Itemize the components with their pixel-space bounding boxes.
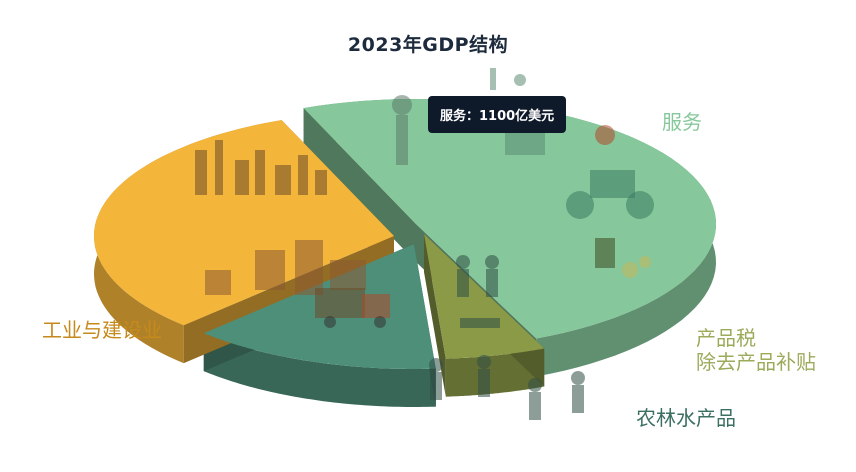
farmer-body-5 <box>486 269 498 297</box>
plant-stem-1 <box>396 115 408 165</box>
pie-slice-cut-0-0 <box>303 108 416 262</box>
label-product-tax-line1: 产品税 <box>696 326 756 350</box>
farmer-body-0 <box>430 372 442 400</box>
label-product-tax: 产品税 除去产品补贴 <box>696 326 816 374</box>
farmer-head-3 <box>571 371 585 385</box>
farmer-body-4 <box>457 269 469 297</box>
farmer-body-3 <box>572 385 584 413</box>
coin-2 <box>639 256 651 268</box>
building-shape-0 <box>255 250 285 290</box>
pie-slice-side-2 <box>203 333 436 407</box>
factory-shape-0 <box>195 150 207 195</box>
dot-mark-1 <box>514 74 526 86</box>
building-shape-1 <box>295 240 323 295</box>
farmer-head-5 <box>485 255 499 269</box>
label-product-tax-line2: 除去产品补贴 <box>696 350 816 374</box>
factory-shape-3 <box>255 150 265 195</box>
factory-shape-4 <box>275 165 291 195</box>
plant-leaf-1 <box>392 95 412 115</box>
label-agriculture: 农林水产品 <box>636 406 736 430</box>
label-industry-text: 工业与建设业 <box>42 318 162 342</box>
coin-1 <box>622 262 638 278</box>
factory-shape-2 <box>235 160 249 195</box>
label-agriculture-text: 农林水产品 <box>636 406 736 430</box>
pie-slice-cut-1-1 <box>424 234 446 397</box>
chart-title: 2023年GDP结构 <box>347 34 509 56</box>
truck-wheel-2 <box>374 316 386 328</box>
illustration-decor <box>195 68 654 420</box>
truck-wheel-1 <box>324 316 336 328</box>
bar-mark-1 <box>490 68 496 90</box>
scooter-body <box>590 170 635 198</box>
tooltip: 服务：1100亿美元 <box>428 96 567 133</box>
tractor <box>460 318 500 328</box>
factory-shape-5 <box>298 155 308 195</box>
factory-shape-1 <box>215 140 223 195</box>
label-services-text: 服务 <box>662 110 702 134</box>
building-shape-3 <box>205 270 231 295</box>
building-shape-2 <box>330 260 366 290</box>
truck-body <box>315 288 365 318</box>
label-industry: 工业与建设业 <box>42 318 162 342</box>
factory-shape-6 <box>315 170 327 195</box>
label-services: 服务 <box>662 110 702 134</box>
pie-slice-1[interactable] <box>424 234 545 359</box>
farmer-body-2 <box>529 392 541 420</box>
farmer-head-1 <box>477 355 491 369</box>
farmer-head-4 <box>456 255 470 269</box>
calculator <box>595 238 615 268</box>
scooter-wheel-1 <box>566 191 594 219</box>
truck-cab <box>362 294 390 318</box>
farmer-head-0 <box>429 358 443 372</box>
farmer-body-1 <box>478 369 490 397</box>
farmer-head-2 <box>528 378 542 392</box>
rider-head <box>595 125 615 145</box>
